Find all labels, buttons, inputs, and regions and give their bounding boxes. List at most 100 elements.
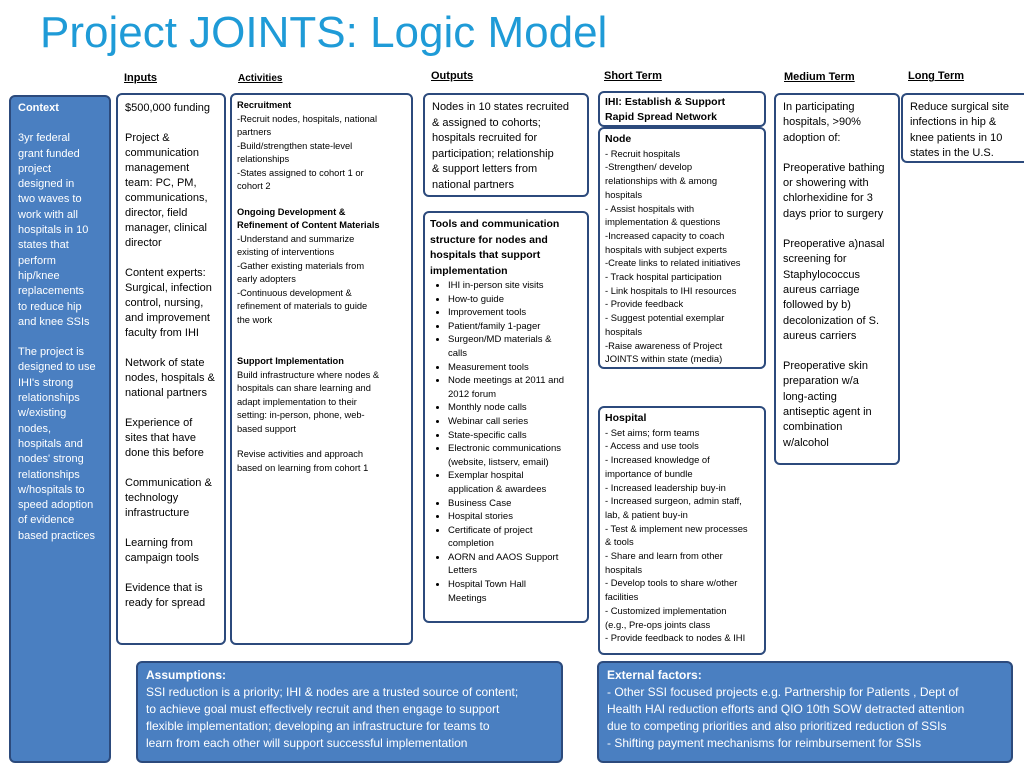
tool-line: Certificate of project	[448, 524, 533, 536]
medium-term-line: antiseptic agent in	[783, 406, 872, 419]
tool-line: Monthly node calls	[448, 402, 527, 414]
input-line: Communication &	[125, 477, 212, 489]
assumptions-text: SSI reduction is a priority; IHI & nodes…	[146, 684, 553, 752]
text-line: hospitals	[605, 325, 643, 337]
header-inputs: Inputs	[124, 72, 157, 84]
short-term-hospital-box: Hospital - Set aims; form teams- Access …	[598, 406, 766, 655]
medium-term-line: In participating	[783, 101, 855, 113]
text-line: - Increased knowledge of	[605, 454, 710, 466]
tool-line: Measurement tools	[448, 361, 529, 373]
context-heading: Context	[18, 102, 59, 114]
text-line: & assigned to cohorts;	[432, 116, 541, 129]
text-line: -States assigned to cohort 1 or	[237, 167, 364, 178]
input-line: director	[125, 237, 162, 249]
text-line: based support	[237, 423, 296, 434]
medium-term-line: aureus carriage	[783, 283, 860, 296]
text-line: relationships	[237, 154, 290, 164]
text-line: implementation	[430, 264, 508, 277]
text-line: and knee SSIs	[18, 315, 90, 328]
tool-line: completion	[448, 538, 494, 550]
text-line: designed to use	[18, 361, 96, 374]
text-line: - Recruit hospitals	[605, 147, 681, 159]
page-title: Project JOINTS: Logic Model	[40, 8, 608, 57]
recruitment-heading: Recruitment	[237, 100, 292, 110]
input-line: communication	[125, 147, 199, 159]
tool-line: State-specific calls	[448, 429, 527, 441]
input-line: Surgical, infection	[125, 282, 212, 294]
text-line: IHI's strong	[18, 376, 74, 389]
input-line: Content experts:	[125, 267, 206, 279]
text-line: structure for nodes and	[430, 233, 548, 246]
medium-term-line: aureus carriers	[783, 329, 857, 342]
medium-term-line: Staphylococcus	[783, 268, 861, 281]
tool-list-item: Measurement tools	[448, 361, 582, 375]
medium-term-line: preparation w/a	[783, 375, 859, 388]
text-line: to achieve goal must effectively recruit…	[146, 702, 500, 716]
text-line: hospitals with subject experts	[605, 243, 727, 255]
text-line: Ongoing Development &	[237, 206, 346, 217]
medium-term-line: Preoperative skin	[783, 360, 868, 373]
text-line: speed adoption	[18, 499, 94, 512]
tool-line: (website, listserv, email)	[448, 456, 549, 468]
input-line: campaign tools	[125, 552, 199, 564]
tool-line: Exemplar hospital	[448, 470, 524, 482]
tool-line: Surgeon/MD materials &	[448, 334, 552, 346]
external-factors-heading: External factors:	[607, 668, 702, 682]
activities-box: Recruitment -Recruit nodes, hospitals, n…	[230, 93, 413, 645]
tool-list-item: State-specific calls	[448, 429, 582, 443]
text-line: Nodes in 10 states recruited	[432, 101, 569, 113]
text-line: Health HAI reduction efforts and QIO 10t…	[607, 702, 965, 716]
assumptions-heading: Assumptions:	[146, 668, 227, 682]
tool-line: How-to guide	[448, 293, 504, 305]
medium-term-line: followed by b)	[783, 299, 851, 312]
text-line: - Increased surgeon, admin staff,	[605, 495, 742, 507]
text-line: 3yr federal	[18, 132, 70, 145]
tool-line: Hospital Town Hall	[448, 579, 526, 591]
text-line: hip/knee	[18, 269, 60, 282]
tool-list-item: Webinar call series	[448, 415, 582, 429]
text-line: -Raise awareness of Project	[605, 339, 723, 351]
text-line: designed in	[18, 178, 75, 191]
node-heading: Node	[605, 133, 632, 145]
text-line: states in the U.S.	[910, 146, 994, 159]
tool-list-item: Monthly node calls	[448, 401, 582, 415]
tool-line: Node meetings at 2011 and	[448, 375, 565, 387]
text-line: replacements	[18, 285, 85, 298]
text-line: perform	[18, 254, 56, 267]
text-line: to reduce hip	[18, 300, 82, 313]
ongoing-development-heading: Ongoing Development &Refinement of Conte…	[237, 206, 406, 233]
medium-term-line: screening for	[783, 253, 847, 266]
text-line: - Suggest potential exemplar	[605, 312, 725, 324]
input-line: team: PC, PM,	[125, 177, 197, 189]
input-line: director, field	[125, 207, 188, 219]
text-line: adapt implementation to their	[237, 396, 357, 407]
text-line: - Test & implement new processes	[605, 522, 748, 534]
text-line: based on learning from cohort 1	[237, 462, 369, 473]
tool-line: 2012 forum	[448, 388, 497, 400]
text-line: early adopters	[237, 274, 296, 284]
medium-term-line: w/alcohol	[783, 436, 829, 449]
tools-list: IHI in-person site visitsHow-to guideImp…	[430, 279, 582, 605]
text-line: nodes,	[18, 422, 52, 435]
text-line: The project is	[18, 346, 85, 359]
text-line: two waves to	[18, 193, 82, 206]
text-line: due to competing priorities and also pri…	[607, 719, 947, 733]
input-line: communications,	[125, 192, 208, 204]
text-line: hospitals and	[18, 437, 83, 450]
text-line: (e.g., Pre-ops joints class	[605, 618, 711, 630]
tool-list-item: Certificate of project completion	[448, 524, 582, 551]
text-line: -Increased capacity to coach	[605, 229, 725, 241]
text-line: lab, & patient buy-in	[605, 508, 688, 520]
medium-term-line: or showering with	[783, 177, 869, 190]
